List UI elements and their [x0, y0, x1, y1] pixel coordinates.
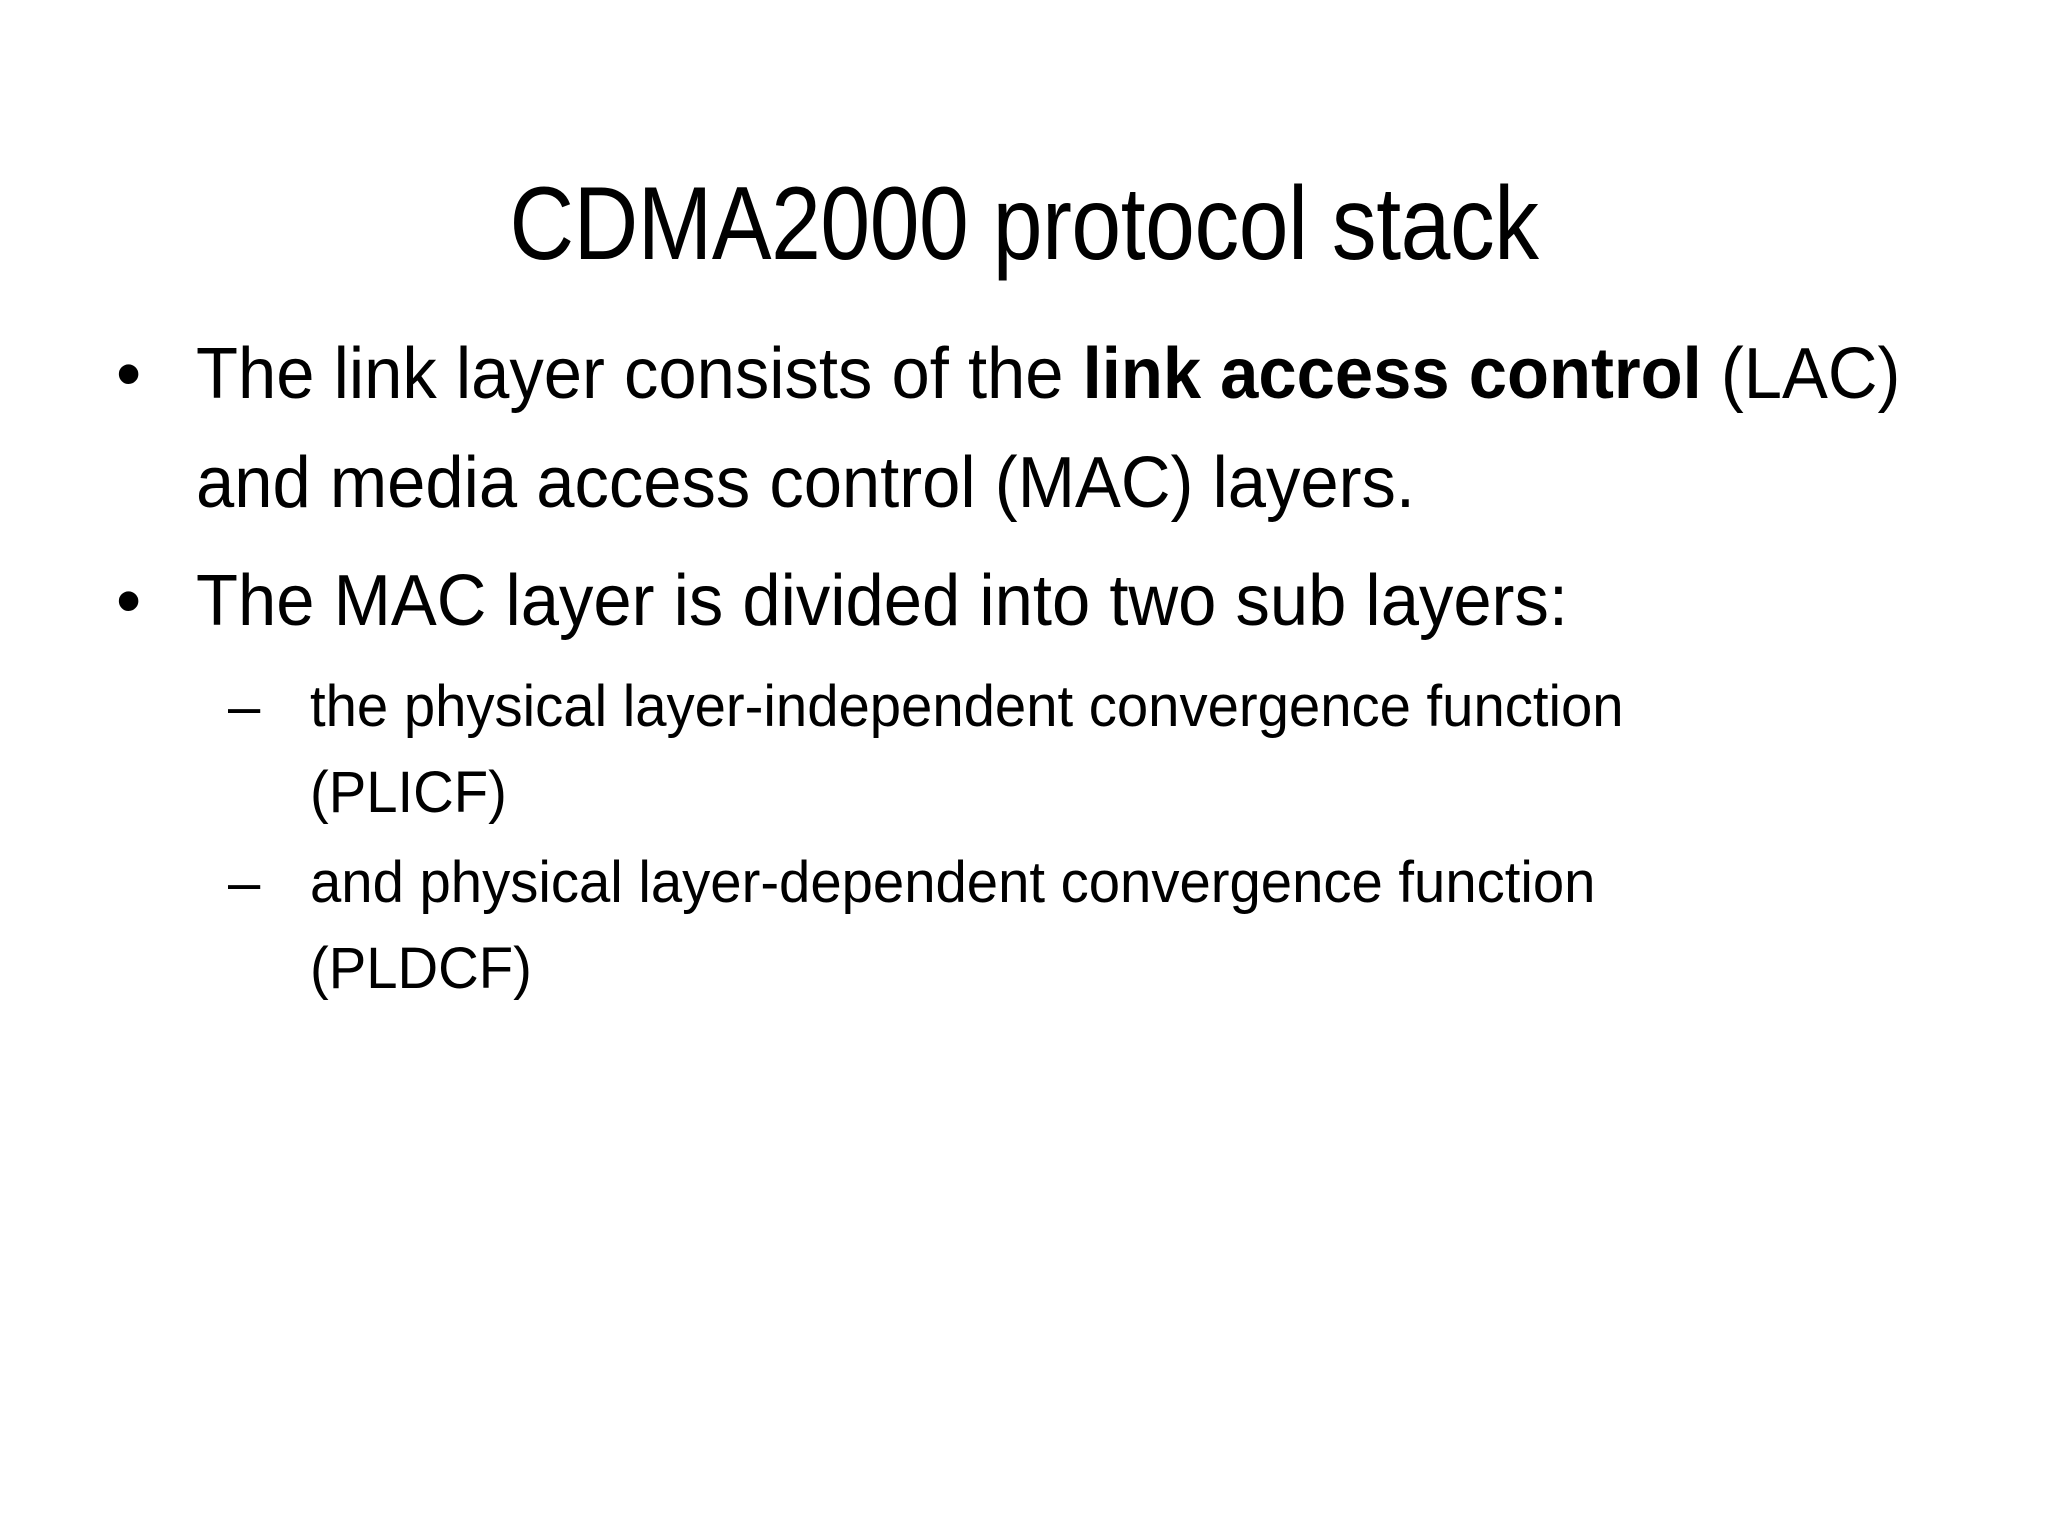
- slide-body-content: • The link layer consists of the link ac…: [110, 320, 1940, 1016]
- bullet-dot-icon: •: [116, 334, 142, 414]
- bullet-dash-icon: –: [228, 674, 261, 740]
- list-item: • The link layer consists of the link ac…: [110, 320, 1940, 539]
- list-item-run: (LAC) and media access control (MAC) lay…: [196, 334, 1901, 524]
- sub-list-item: – and physical layer-dependent convergen…: [110, 840, 1940, 1012]
- list-item-text: The MAC layer is divided into two sub la…: [196, 547, 1940, 656]
- list-item-run-bold: link access control: [1082, 334, 1702, 414]
- page-title: CDMA2000 protocol stack: [509, 165, 1539, 282]
- sub-list-item-text: the physical layer-independent convergen…: [310, 674, 1624, 826]
- sub-list-item-text: and physical layer-dependent convergence…: [310, 849, 1596, 1001]
- sub-list-item: – the physical layer-independent converg…: [110, 664, 1940, 836]
- list-item: • The MAC layer is divided into two sub …: [110, 547, 1940, 656]
- list-item-run: The link layer consists of the: [196, 334, 1083, 414]
- bullet-dash-icon: –: [228, 849, 261, 915]
- list-item-run: The MAC layer is divided into two sub la…: [196, 560, 1568, 641]
- bullet-dot-icon: •: [116, 560, 142, 641]
- list-item-text: The link layer consists of the link acce…: [196, 320, 1940, 539]
